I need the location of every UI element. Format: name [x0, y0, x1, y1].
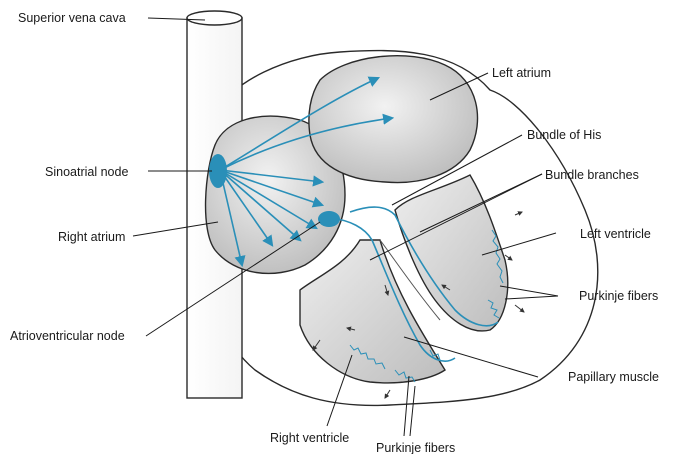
label-left-ventricle: Left ventricle [580, 227, 651, 241]
label-purkinje-fibers-bottom: Purkinje fibers [376, 441, 455, 454]
label-atrioventricular-node: Atrioventricular node [10, 329, 125, 343]
label-papillary-muscle: Papillary muscle [568, 370, 659, 384]
label-sinoatrial-node: Sinoatrial node [45, 165, 128, 179]
label-right-ventricle: Right ventricle [270, 431, 349, 445]
label-left-atrium: Left atrium [492, 66, 551, 80]
atrioventricular-node [318, 211, 340, 227]
label-right-atrium: Right atrium [58, 230, 125, 244]
label-superior-vena-cava: Superior vena cava [18, 11, 126, 25]
label-purkinje-fibers-right: Purkinje fibers [579, 289, 658, 303]
label-bundle-branches: Bundle branches [545, 168, 639, 182]
label-bundle-of-his: Bundle of His [527, 128, 601, 142]
left-atrium-chamber [309, 56, 478, 183]
